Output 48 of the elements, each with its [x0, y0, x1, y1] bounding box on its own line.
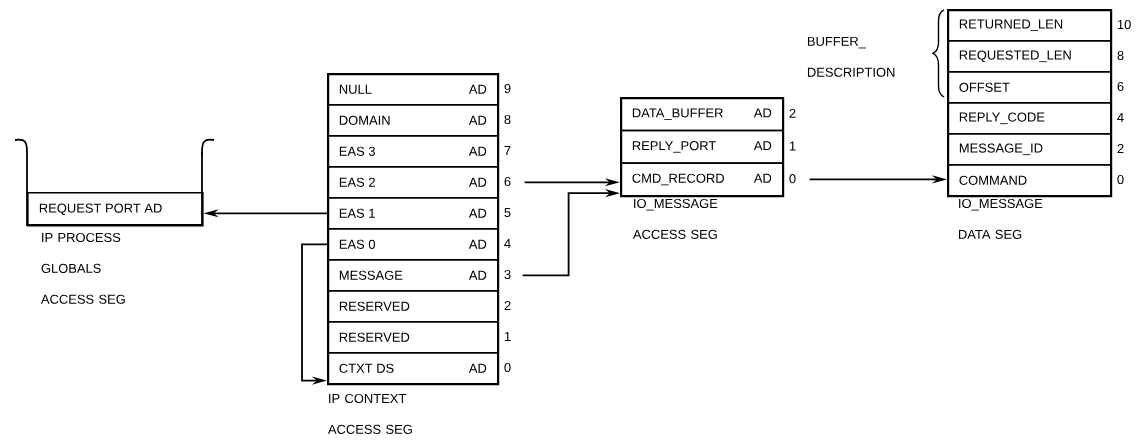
offset-number: 3 [504, 269, 511, 280]
cell: MESSAGE_ID [947, 133, 1112, 166]
cell: REPLY_PORT AD [620, 129, 784, 164]
offset-number: 2 [1117, 143, 1124, 153]
node-label: AD [468, 363, 487, 373]
offset-number: 2 [504, 300, 511, 310]
offset-number: 2 [789, 108, 796, 118]
cell: EAS 2 AD [327, 166, 499, 199]
cell: RESERVED [327, 321, 499, 354]
node-label: NULL [339, 84, 372, 94]
offset-number: 1 [789, 141, 796, 151]
cell: OFFSET [947, 71, 1112, 104]
offset-number: 4 [1117, 113, 1124, 122]
offset-number: 0 [504, 362, 511, 373]
node-label: AD [468, 84, 487, 94]
offset-number: 7 [504, 146, 511, 155]
cell: CMD_RECORD AD [620, 162, 784, 197]
cell: MESSAGE AD [327, 259, 499, 292]
cell: DATA_BUFFER AD [620, 97, 784, 132]
offset-number: 10 [1117, 19, 1131, 30]
cell: EAS 1 AD [327, 197, 499, 230]
cell: RESERVED [327, 290, 499, 323]
offset-number: 1 [504, 332, 511, 341]
cell: CTXT DS AD [327, 352, 499, 385]
cell: RETURNED_LEN [947, 9, 1112, 42]
cell: REQUESTED_LEN [947, 40, 1112, 73]
cell: DOMAIN AD [327, 104, 499, 137]
cell: COMMAND [947, 164, 1112, 197]
offset-number: 8 [1117, 50, 1124, 61]
segment-caption: IO_MESSAGE DATA SEG [958, 198, 1043, 239]
cell: EAS 0 AD [327, 228, 499, 261]
cell: REQUEST PORT AD [27, 192, 204, 227]
offset-number: 4 [504, 239, 511, 248]
offset-number: 6 [504, 176, 511, 187]
offset-number: 0 [789, 174, 796, 184]
node-label: CTXT DS [339, 363, 394, 373]
offset-number: 6 [1117, 81, 1124, 92]
offset-number: 8 [504, 114, 511, 125]
offset-number: 0 [1117, 174, 1124, 185]
segment-caption: IO_MESSAGE ACCESS SEG [632, 198, 718, 239]
brace-label: BUFFER_ DESCRIPTION [807, 36, 895, 77]
cell: EAS 3 AD [327, 135, 499, 168]
segment-caption: IP PROCESS GLOBALS ACCESS SEG [40, 232, 125, 304]
cell: REPLY_CODE [947, 102, 1112, 135]
cell: NULL AD [327, 73, 499, 106]
segment-caption: IP CONTEXT ACCESS SEG [327, 393, 412, 434]
offset-number: 5 [504, 208, 511, 217]
offset-number: 9 [504, 83, 511, 94]
